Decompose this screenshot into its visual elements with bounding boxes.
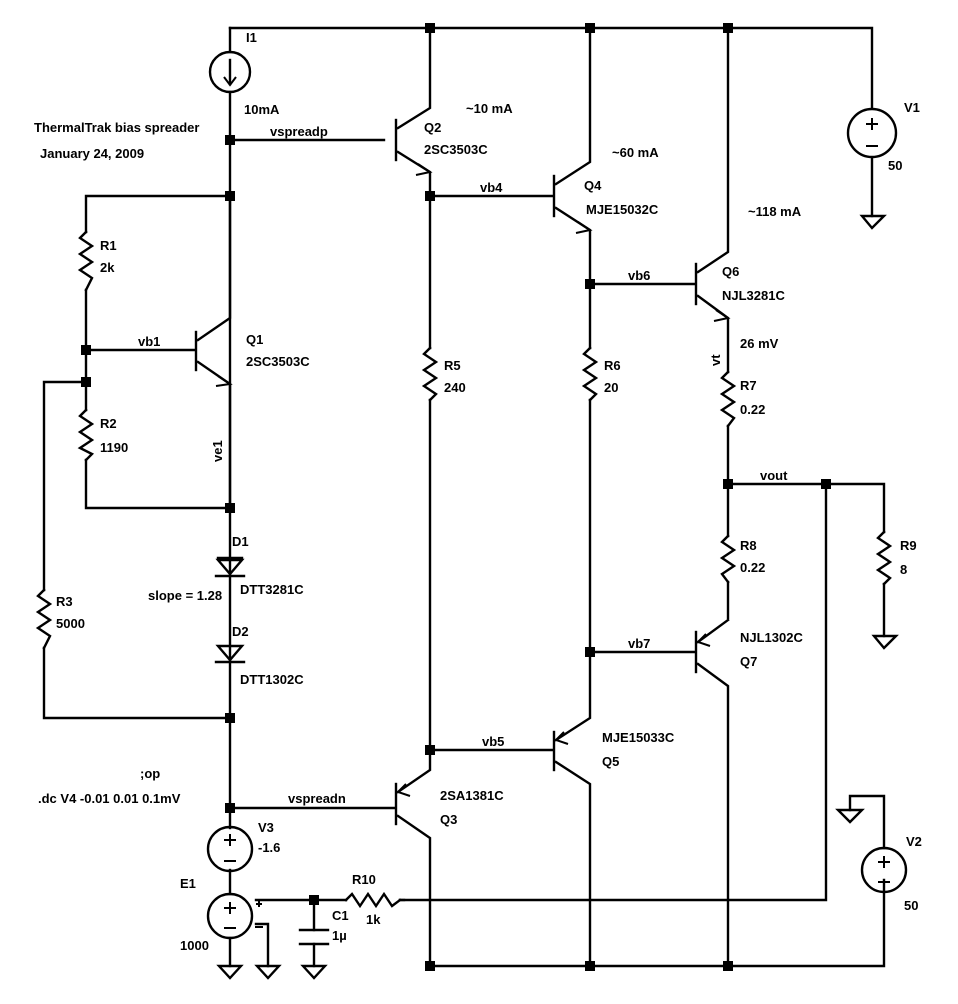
transistor-q3: [394, 782, 411, 826]
c1-ref: C1: [332, 908, 349, 923]
resistor-r1: [77, 230, 95, 292]
net-label-vb4: vb4: [480, 180, 503, 195]
dc-directive: .dc V4 -0.01 0.01 0.1mV: [38, 791, 181, 806]
resistor-r7: [719, 370, 737, 428]
e1-ref: E1: [180, 876, 196, 891]
transistor-q1: [194, 330, 233, 387]
r3-value: 5000: [56, 616, 85, 631]
r2-ref: R2: [100, 416, 117, 431]
v1-value: 50: [888, 158, 902, 173]
q3-value: 2SA1381C: [440, 788, 504, 803]
capacitor-c1: [298, 928, 330, 946]
resistor-r6: [581, 346, 599, 402]
r9-value: 8: [900, 562, 907, 577]
voltage-source-v3: [206, 825, 254, 873]
i1-value: 10mA: [244, 102, 280, 117]
q4-value: MJE15032C: [586, 202, 659, 217]
q6-current-annotation: ~118 mA: [748, 204, 802, 219]
transistor-q5: [552, 730, 569, 772]
transistor-q4: [552, 174, 593, 234]
q6-value: NJL3281C: [722, 288, 785, 303]
d1-value: DTT3281C: [240, 582, 304, 597]
q4-ref: Q4: [584, 178, 602, 193]
q2-ref: Q2: [424, 120, 441, 135]
net-label-vb7: vb7: [628, 636, 650, 651]
q7-value: NJL1302C: [740, 630, 803, 645]
transistor-q7: [694, 630, 711, 674]
title-text: ThermalTrak bias spreader: [34, 120, 199, 135]
net-label-vb1: vb1: [138, 334, 160, 349]
e1-value: 1000: [180, 938, 209, 953]
date-text: January 24, 2009: [40, 146, 144, 161]
slope-annotation: slope = 1.28: [148, 588, 222, 603]
net-label-vb6: vb6: [628, 268, 650, 283]
voltage-source-v1: [846, 107, 898, 159]
transistor-q6: [694, 262, 731, 322]
resistor-r3: [35, 588, 53, 650]
resistor-r2: [77, 408, 95, 462]
resistor-r10: [344, 891, 402, 909]
v1-ref: V1: [904, 100, 920, 115]
net-label-vout: vout: [760, 468, 788, 483]
resistor-r9: [875, 530, 893, 586]
d1-ref: D1: [232, 534, 249, 549]
ground-icon: [216, 214, 899, 980]
q1-ref: Q1: [246, 332, 263, 347]
diode-d1: [214, 556, 246, 578]
c1-value: 1µ: [332, 928, 347, 943]
d2-value: DTT1302C: [240, 672, 304, 687]
vt-value-annotation: 26 mV: [740, 336, 779, 351]
v2-value: 50: [904, 898, 918, 913]
resistor-r8: [719, 534, 737, 584]
labels: ThermalTrak bias spreader January 24, 20…: [34, 30, 922, 953]
r5-ref: R5: [444, 358, 461, 373]
vcvs-e1: [206, 892, 263, 940]
r10-value: 1k: [366, 912, 381, 927]
wires: [42, 26, 886, 968]
r1-value: 2k: [100, 260, 115, 275]
transistor-q2: [394, 118, 433, 176]
voltage-source-v2: [860, 846, 908, 894]
d2-ref: D2: [232, 624, 249, 639]
r6-ref: R6: [604, 358, 621, 373]
diode-d2: [214, 644, 246, 664]
q4-current-annotation: ~60 mA: [612, 145, 659, 160]
net-label-vt: vt: [708, 354, 723, 366]
r10-ref: R10: [352, 872, 376, 887]
net-label-vb5: vb5: [482, 734, 504, 749]
junction-dots: [81, 23, 831, 971]
resistor-r5: [421, 346, 439, 402]
net-label-vspreadn: vspreadn: [288, 791, 346, 806]
v2-ref: V2: [906, 834, 922, 849]
r7-value: 0.22: [740, 402, 765, 417]
net-label-vspreadp: vspreadp: [270, 124, 328, 139]
r2-value: 1190: [100, 440, 128, 455]
q2-current-annotation: ~10 mA: [466, 101, 513, 116]
r3-ref: R3: [56, 594, 73, 609]
q7-ref: Q7: [740, 654, 757, 669]
r1-ref: R1: [100, 238, 117, 253]
r5-value: 240: [444, 380, 466, 395]
q1-value: 2SC3503C: [246, 354, 310, 369]
current-source-i1: [208, 50, 252, 94]
r7-ref: R7: [740, 378, 757, 393]
r6-value: 20: [604, 380, 618, 395]
q2-value: 2SC3503C: [424, 142, 488, 157]
r8-ref: R8: [740, 538, 757, 553]
r8-value: 0.22: [740, 560, 765, 575]
v3-ref: V3: [258, 820, 274, 835]
r9-ref: R9: [900, 538, 917, 553]
i1-ref: I1: [246, 30, 257, 45]
q6-ref: Q6: [722, 264, 739, 279]
q5-value: MJE15033C: [602, 730, 675, 745]
q3-ref: Q3: [440, 812, 457, 827]
net-label-ve1: ve1: [210, 440, 225, 462]
op-directive: ;op: [140, 766, 160, 781]
q5-ref: Q5: [602, 754, 619, 769]
v3-value: -1.6: [258, 840, 280, 855]
